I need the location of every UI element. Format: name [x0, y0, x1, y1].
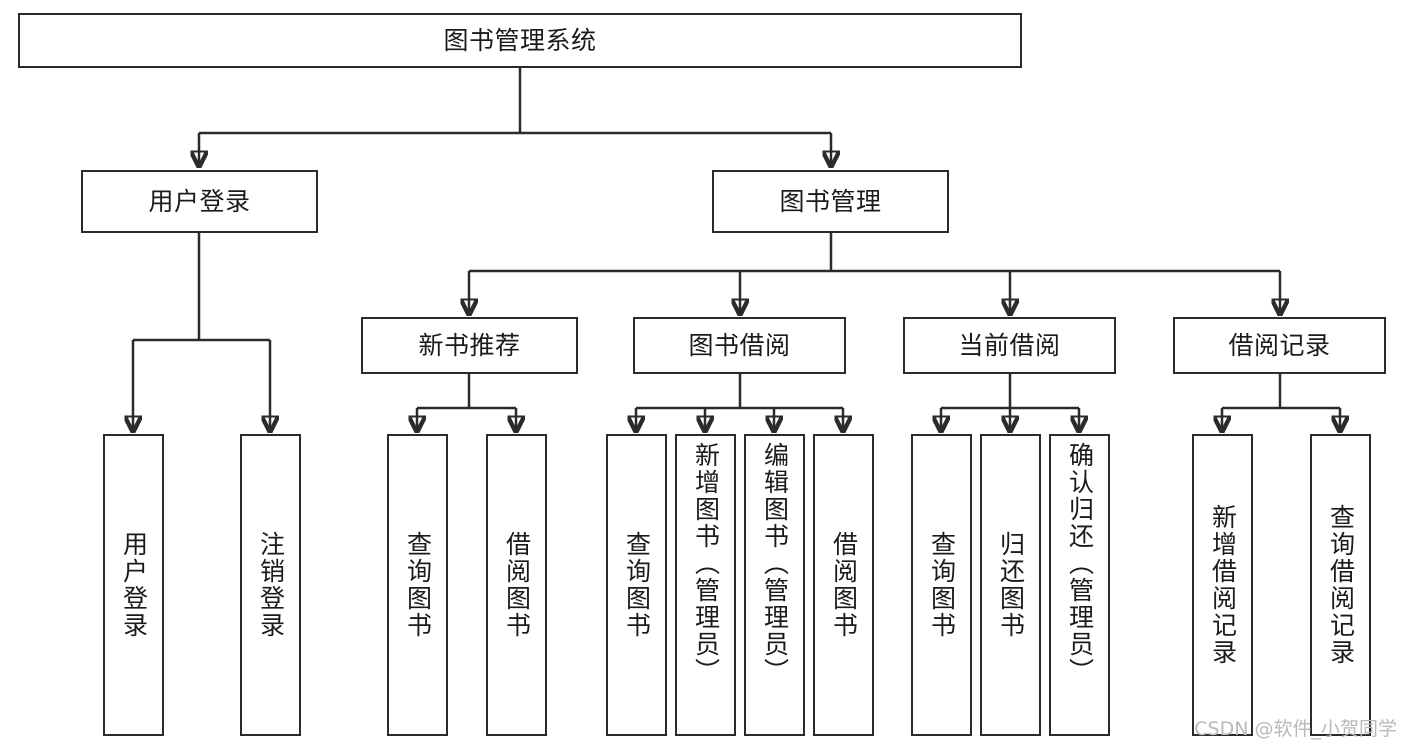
- node-leaf-query-borrow-record[interactable]: 查询借阅记录: [1310, 434, 1371, 736]
- node-leaf-confirm-return-admin[interactable]: 确认归还（管理员）: [1049, 434, 1110, 736]
- node-book-manage[interactable]: 图书管理: [712, 170, 949, 233]
- node-borrow-record[interactable]: 借阅记录: [1173, 317, 1386, 374]
- node-leaf-return-book-label: 归还图书: [996, 531, 1026, 639]
- node-leaf-edit-book-admin[interactable]: 编辑图书（管理员）: [744, 434, 805, 736]
- node-root-label: 图书管理系统: [443, 25, 597, 55]
- node-book-borrow-label: 图书借阅: [688, 330, 791, 360]
- node-user-login[interactable]: 用户登录: [81, 170, 318, 233]
- node-new-book-recommend-label: 新书推荐: [418, 330, 521, 360]
- node-leaf-user-login-label: 用户登录: [119, 531, 149, 639]
- node-book-manage-label: 图书管理: [779, 186, 882, 216]
- node-book-borrow[interactable]: 图书借阅: [633, 317, 846, 374]
- node-leaf-query-book-2[interactable]: 查询图书: [606, 434, 667, 736]
- node-user-login-label: 用户登录: [148, 186, 251, 216]
- node-leaf-confirm-return-admin-label: 确认归还（管理员）: [1065, 442, 1095, 685]
- node-leaf-query-book-3-label: 查询图书: [927, 531, 957, 639]
- node-leaf-return-book[interactable]: 归还图书: [980, 434, 1041, 736]
- node-leaf-query-book-1[interactable]: 查询图书: [387, 434, 448, 736]
- node-leaf-borrow-book-1-label: 借阅图书: [502, 531, 532, 639]
- node-leaf-borrow-book-2[interactable]: 借阅图书: [813, 434, 874, 736]
- node-current-borrow-label: 当前借阅: [958, 330, 1061, 360]
- node-leaf-query-borrow-record-label: 查询借阅记录: [1326, 504, 1356, 666]
- node-leaf-user-login[interactable]: 用户登录: [103, 434, 164, 736]
- node-leaf-edit-book-admin-label: 编辑图书（管理员）: [760, 442, 790, 685]
- node-leaf-add-book-admin[interactable]: 新增图书（管理员）: [675, 434, 736, 736]
- node-leaf-add-borrow-record[interactable]: 新增借阅记录: [1192, 434, 1253, 736]
- node-new-book-recommend[interactable]: 新书推荐: [361, 317, 578, 374]
- node-leaf-add-borrow-record-label: 新增借阅记录: [1208, 504, 1238, 666]
- node-leaf-borrow-book-2-label: 借阅图书: [829, 531, 859, 639]
- node-current-borrow[interactable]: 当前借阅: [903, 317, 1116, 374]
- node-leaf-query-book-2-label: 查询图书: [622, 531, 652, 639]
- watermark: CSDN @软件_小贺同学: [1194, 718, 1397, 740]
- node-root[interactable]: 图书管理系统: [18, 13, 1022, 68]
- node-borrow-record-label: 借阅记录: [1228, 330, 1331, 360]
- node-leaf-add-book-admin-label: 新增图书（管理员）: [691, 442, 721, 685]
- node-leaf-query-book-1-label: 查询图书: [403, 531, 433, 639]
- node-leaf-query-book-3[interactable]: 查询图书: [911, 434, 972, 736]
- node-leaf-logout[interactable]: 注销登录: [240, 434, 301, 736]
- node-leaf-logout-label: 注销登录: [256, 531, 286, 639]
- node-leaf-borrow-book-1[interactable]: 借阅图书: [486, 434, 547, 736]
